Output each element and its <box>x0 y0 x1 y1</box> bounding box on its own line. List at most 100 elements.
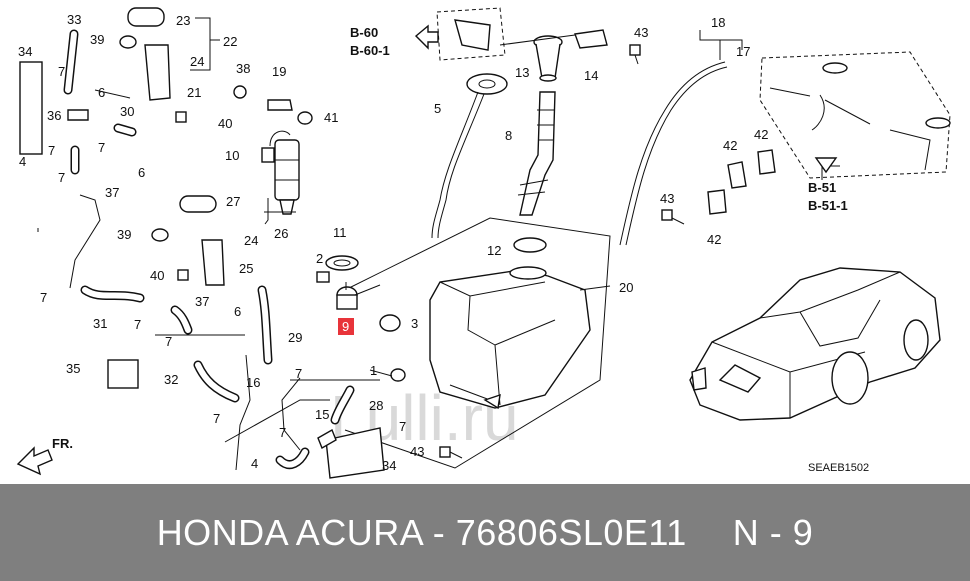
callout-26: 26 <box>274 226 288 241</box>
nut-41 <box>297 111 313 125</box>
callout-16: 16 <box>246 375 260 390</box>
washer-pump <box>261 130 300 215</box>
callout-7d: 7 <box>58 170 65 185</box>
grommet-3 <box>379 314 401 332</box>
callout-23: 23 <box>176 13 190 28</box>
callout-8: 8 <box>505 128 512 143</box>
nozzle-group-box <box>759 51 951 179</box>
diagram-code: SEAEB1502 <box>808 462 869 474</box>
callout-42b: 42 <box>754 127 768 142</box>
b60-arrow-icon <box>414 24 439 50</box>
part-40-a <box>175 111 187 123</box>
callout-6c: 6 <box>234 304 241 319</box>
part-number-banner: HONDA ACURA - 76806SL0E11 N - 9 <box>0 484 970 581</box>
callout-4a: 4 <box>19 154 26 169</box>
part-40-b <box>177 269 189 281</box>
diagram-position: N - 9 <box>732 511 814 553</box>
nozzle-21 <box>144 44 171 101</box>
tank-box <box>344 217 611 469</box>
callout-19: 19 <box>272 64 286 79</box>
callout-37b: 37 <box>195 294 209 309</box>
callout-12: 12 <box>487 243 501 258</box>
callout-7c: 7 <box>48 143 55 158</box>
bolt-43-c <box>439 446 463 459</box>
callout-labels: 1 2 3 4 4 5 6 6 6 7 7 7 7 7 7 7 7 7 7 7 … <box>18 12 768 473</box>
callout-43b: 43 <box>660 191 674 206</box>
part-1 <box>390 368 406 382</box>
part-39-a <box>119 35 137 49</box>
callout-30: 30 <box>120 104 134 119</box>
callout-34b: 34 <box>382 458 396 473</box>
ref-right-2: B-51-1 <box>808 198 848 213</box>
callout-3: 3 <box>411 316 418 331</box>
callout-21: 21 <box>187 85 201 100</box>
ref-top-left-2: B-60-1 <box>350 43 390 58</box>
callout-34a: 34 <box>18 44 32 59</box>
filler-neck <box>517 91 556 216</box>
level-gauge <box>431 73 508 239</box>
cover-23 <box>127 7 165 27</box>
callout-24a: 24 <box>190 54 204 69</box>
callout-11: 11 <box>333 225 347 240</box>
grommet-11 <box>325 255 359 271</box>
joint-36 <box>67 109 89 121</box>
callout-31: 31 <box>93 316 107 331</box>
nozzle-25 <box>201 239 225 286</box>
callout-36: 36 <box>47 108 61 123</box>
callout-40b: 40 <box>150 268 164 283</box>
callout-42c: 42 <box>707 232 721 247</box>
filler-cap <box>533 35 563 82</box>
callout-9: 9 <box>342 319 349 334</box>
callout-25: 25 <box>239 261 253 276</box>
callout-13: 13 <box>515 65 529 80</box>
callout-18: 18 <box>711 15 725 30</box>
bolt-43-a <box>629 44 641 65</box>
bolt-43-b <box>661 209 685 225</box>
highlight-box <box>338 318 354 335</box>
callout-2: 2 <box>316 251 323 266</box>
callout-40a: 40 <box>218 116 232 131</box>
pad-35 <box>107 359 139 389</box>
nozzle-tube <box>619 61 726 246</box>
callout-29: 29 <box>288 330 302 345</box>
part-15 <box>317 428 337 450</box>
grommet-12 <box>513 237 547 253</box>
callout-43c: 43 <box>410 444 424 459</box>
callout-7i: 7 <box>213 411 220 426</box>
callout-7e: 7 <box>40 290 47 305</box>
callout-22: 22 <box>223 34 237 49</box>
front-label: FR. <box>52 436 73 451</box>
washer-tank <box>429 266 591 410</box>
callout-7f: 7 <box>134 317 141 332</box>
callout-17: 17 <box>736 44 750 59</box>
callout-7a: 7 <box>58 64 65 79</box>
callout-7j: 7 <box>279 425 286 440</box>
ref-right-1: B-51 <box>808 180 836 195</box>
callout-28: 28 <box>369 398 383 413</box>
callout-20: 20 <box>619 280 633 295</box>
callout-24b: 24 <box>244 233 258 248</box>
motor-9 <box>336 286 358 310</box>
callout-1: 1 <box>370 363 377 378</box>
callout-27: 27 <box>226 194 240 209</box>
callout-37a: 37 <box>105 185 119 200</box>
callout-32: 32 <box>164 372 178 387</box>
part-title: HONDA ACURA - 76806SL0E11 <box>156 511 687 553</box>
callout-35: 35 <box>66 361 80 376</box>
washer-parts-diagram: Lulli.ru <box>16 7 951 479</box>
callout-15: 15 <box>315 407 329 422</box>
callout-39b: 39 <box>117 227 131 242</box>
callout-7k: 7 <box>399 419 406 434</box>
clamp-19 <box>267 99 293 111</box>
callout-10: 10 <box>225 148 239 163</box>
callout-42a: 42 <box>723 138 737 153</box>
front-arrow-icon <box>16 446 53 476</box>
clip-14 <box>574 29 608 49</box>
callout-41: 41 <box>324 110 338 125</box>
part-39-b <box>151 228 169 242</box>
callout-5: 5 <box>434 101 441 116</box>
callout-7h: 7 <box>295 366 302 381</box>
callout-4b: 4 <box>251 456 258 471</box>
callout-38: 38 <box>236 61 250 76</box>
